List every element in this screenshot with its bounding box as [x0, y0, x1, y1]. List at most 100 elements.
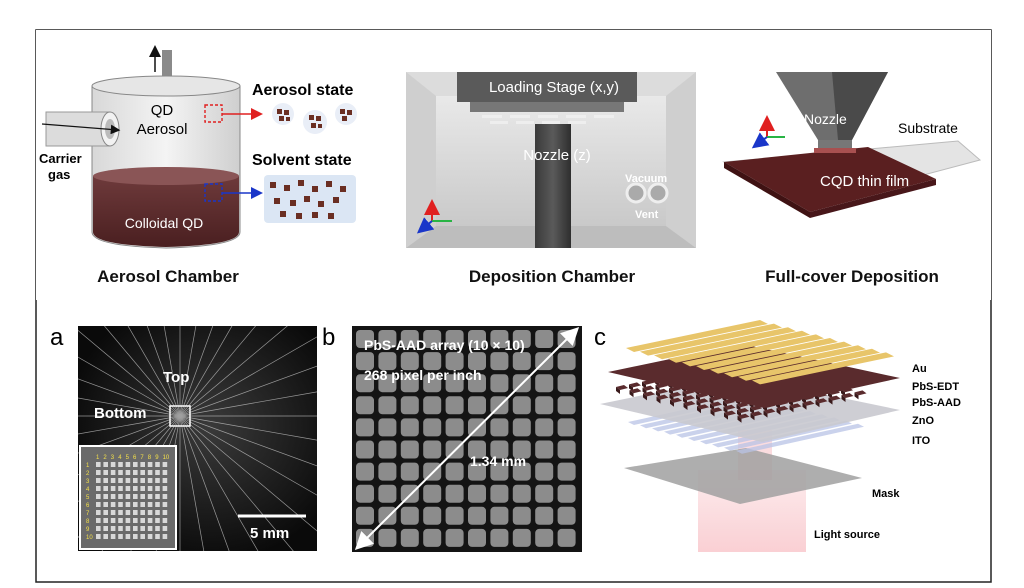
ray — [179, 415, 317, 467]
aerosol-chamber-caption: Aerosol Chamber — [97, 267, 239, 286]
ray — [163, 326, 181, 417]
vacuum-port — [625, 182, 647, 204]
inset-pixel — [125, 486, 131, 491]
ray — [179, 326, 233, 417]
inset-pixel — [162, 470, 168, 475]
array-pixel — [557, 462, 576, 481]
aad-pixel-side — [683, 403, 688, 410]
aad-pixel — [670, 397, 682, 403]
array-pixel — [400, 440, 419, 459]
inset-pixel — [147, 486, 153, 491]
inset-col-number: 10 — [163, 455, 170, 461]
ray — [179, 415, 317, 441]
inset-col-number: 6 — [133, 455, 137, 461]
mask-label: Mask — [872, 488, 900, 500]
cqd-film — [724, 147, 936, 212]
au-stripe — [640, 323, 782, 356]
array-pixel — [468, 528, 486, 547]
array-pixel — [356, 484, 374, 503]
vacuum-label: Vacuum — [625, 173, 667, 185]
inset-pixel — [96, 518, 101, 523]
array-pixel — [400, 506, 419, 525]
array-pixel — [378, 528, 397, 547]
inset-row-number: 3 — [86, 479, 90, 485]
inset-pixel — [103, 494, 108, 499]
inset-pixel — [96, 486, 101, 491]
aad-pixel — [854, 390, 867, 396]
array-pixel — [378, 440, 397, 459]
array-pixel — [535, 506, 554, 525]
inset-pixel — [155, 478, 160, 483]
solvent-particles — [270, 180, 346, 219]
inset-pixel — [133, 534, 138, 539]
inset-pixel — [118, 478, 123, 483]
inset-col-number: 7 — [140, 455, 144, 461]
aad-pixel — [737, 408, 749, 413]
array-pixel — [378, 462, 397, 481]
inset-pixel — [162, 486, 168, 491]
aad-pixel-side — [697, 406, 701, 414]
array-pixel — [356, 462, 374, 481]
inset-pixel — [110, 526, 116, 531]
aad-pixel-side — [776, 408, 781, 415]
inset-pixel — [162, 534, 168, 539]
inset-pixel — [155, 486, 160, 491]
inset-pixel — [162, 494, 168, 499]
deposition-chamber-panel: Loading Stage (x,y) Nozzle (z) Vacuum Ve… — [406, 72, 696, 286]
array-pixel — [535, 484, 554, 503]
aad-pixel — [724, 410, 736, 416]
aad-pixel — [828, 395, 841, 401]
array-pixel — [356, 440, 374, 459]
array-pixel — [423, 506, 442, 525]
array-label: PbS-AAD array (10 × 10) — [364, 337, 525, 353]
deposition-line — [814, 148, 856, 153]
colloidal-label: Colloidal QD — [125, 215, 204, 231]
inset-pixel — [125, 494, 131, 499]
inset-pixel — [155, 510, 160, 515]
inset-pixel — [147, 534, 153, 539]
inset-row-number: 2 — [86, 471, 90, 477]
inset-pixel — [133, 510, 138, 515]
inset-pixel — [118, 462, 123, 467]
array-pixel — [557, 484, 576, 503]
aad-pixel-side — [828, 397, 833, 405]
array-pixel — [490, 374, 509, 393]
inset-pixel — [110, 478, 116, 483]
array-pixel — [490, 418, 509, 437]
inset-col-number: 8 — [148, 455, 152, 461]
aad-pixel-side — [724, 412, 728, 420]
carrier-arrow — [41, 123, 121, 135]
au-stripe — [724, 345, 866, 378]
array-pixel — [512, 506, 531, 525]
array-pixel — [512, 418, 531, 437]
deposition-chamber-caption: Deposition Chamber — [469, 267, 636, 286]
aad-pixel — [723, 404, 736, 410]
inset-pixel — [103, 470, 108, 475]
array-pixel — [535, 330, 554, 348]
inset-pixel — [110, 510, 116, 515]
aad-pixel-side — [616, 387, 620, 394]
ray — [179, 415, 317, 532]
aad-pixel-side — [670, 399, 674, 407]
inset-pixel — [96, 534, 101, 539]
vent-port — [647, 182, 669, 204]
inset-pixel — [133, 502, 138, 507]
inset-pixel — [147, 462, 153, 467]
loading-stage-label: Loading Stage (x,y) — [489, 79, 619, 96]
inset-col-number: 9 — [155, 455, 159, 461]
inset-pixel — [118, 518, 123, 523]
inset-pixel — [103, 518, 108, 523]
inset-pixel — [147, 518, 153, 523]
cqd-film-side — [724, 162, 810, 218]
inset-pixel — [118, 486, 123, 491]
array-pixel — [445, 462, 464, 481]
inset-row-number: 10 — [86, 535, 93, 541]
ray — [179, 391, 317, 417]
aad-pixel — [696, 398, 709, 404]
aad-pixel — [776, 406, 789, 411]
chamber-top — [91, 75, 241, 97]
inset-pixel — [118, 494, 123, 499]
